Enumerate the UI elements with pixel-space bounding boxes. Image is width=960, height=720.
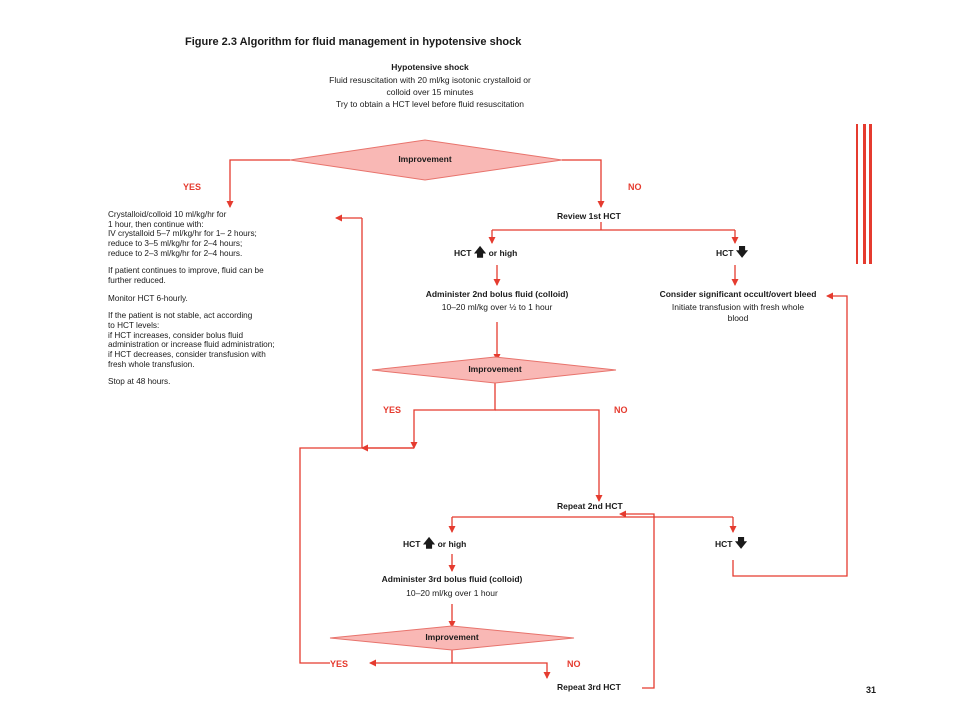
hct-high-node-2: HCT 🡅 or high: [403, 536, 467, 551]
yes-label: YES: [330, 659, 349, 669]
no-label: NO: [614, 405, 628, 415]
instruction-line: Crystalloid/colloid 10 ml/kg/hr for: [108, 210, 227, 219]
admin-3rd-detail: 10–20 ml/kg over 1 hour: [406, 588, 498, 598]
edge-bar: [863, 124, 866, 264]
hct-label: HCT: [715, 539, 733, 549]
arrow-down-icon: 🡇: [735, 245, 749, 259]
hct-high-node-1: HCT 🡅 or high: [454, 245, 518, 260]
connector-yes-3: [369, 650, 453, 667]
instruction-line: Monitor HCT 6-hourly.: [108, 293, 188, 303]
decision-label: Improvement: [425, 632, 479, 643]
instruction-spacer: [108, 369, 275, 377]
instruction-line: to HCT levels:: [108, 321, 160, 331]
intro-line: colloid over 15 minutes: [386, 87, 474, 97]
decision-diamond-1: [289, 139, 563, 181]
figure-title: Figure 2.3 Algorithm for fluid managemen…: [185, 36, 522, 48]
edge-bar: [856, 124, 858, 264]
or-high-label: or high: [437, 539, 467, 549]
instruction-line: further reduced.: [108, 276, 166, 286]
instruction-line: 1 hour, then continue with:: [108, 219, 204, 229]
instruction-line: If the patient is not stable, act accord…: [108, 311, 253, 321]
no-label: NO: [628, 182, 642, 192]
connector-no-1: [562, 159, 605, 208]
decision-diamond-2: [371, 356, 617, 384]
edge-bar: [869, 124, 872, 264]
instruction-line: reduce to 2–3 ml/kg/hr for 2–4 hours.: [108, 248, 243, 258]
instruction-line: fresh whole transfusion.: [108, 359, 195, 369]
hct-label: HCT: [403, 539, 421, 549]
consider-bleed-detail: Initiate transfusion with fresh whole: [671, 302, 805, 312]
intro-line: Fluid resuscitation with 20 ml/kg isoton…: [329, 75, 531, 85]
admin-2nd-title: Administer 2nd bolus fluid (colloid): [425, 289, 569, 299]
yes-label: YES: [383, 405, 402, 415]
admin-2nd-detail: 10–20 ml/kg over ½ to 1 hour: [441, 302, 553, 312]
instruction-line: Stop at 48 hours.: [108, 377, 171, 387]
repeat-2nd-hct: Repeat 2nd HCT: [557, 501, 623, 511]
decision-label: Improvement: [468, 364, 522, 375]
review-1st-hct: Review 1st HCT: [557, 211, 621, 221]
page-number: 31: [866, 685, 877, 695]
instruction-line: reduce to 3–5 ml/kg/hr for 2–4 hours;: [108, 239, 243, 249]
instruction-spacer: [108, 286, 275, 294]
instruction-line: if HCT decreases, consider transfusion w…: [108, 350, 266, 360]
consider-bleed-detail: blood: [727, 313, 749, 323]
instruction-line: administration or increase fluid adminis…: [108, 340, 275, 350]
hct-low-node-1: HCT 🡇: [716, 245, 749, 260]
or-high-label: or high: [488, 248, 518, 258]
arrow-up-icon: 🡅: [473, 245, 487, 259]
instruction-line: If patient continues to improve, fluid c…: [108, 266, 264, 276]
intro-heading: Hypotensive shock: [391, 62, 469, 72]
repeat-3rd-hct: Repeat 3rd HCT: [557, 682, 621, 692]
instruction-spacer: [108, 258, 275, 266]
arrow-up-icon: 🡅: [422, 536, 436, 550]
decision-label: Improvement: [398, 154, 452, 165]
consider-bleed-title: Consider significant occult/overt bleed: [659, 289, 817, 299]
instruction-line: if HCT increases, consider bolus fluid: [108, 330, 244, 340]
connector-no-3: [452, 662, 551, 679]
connector-yes-1: [226, 159, 290, 208]
connector-yes-loop: [299, 447, 414, 664]
connector-no-2: [495, 409, 603, 502]
no-label: NO: [567, 659, 581, 669]
yes-label: YES: [183, 182, 202, 192]
intro-line: Try to obtain a HCT level before fluid r…: [335, 99, 525, 109]
instruction-line: IV crystalloid 5–7 ml/kg/hr for 1– 2 hou…: [108, 229, 257, 239]
connector-hct-low2-loop: [732, 292, 848, 577]
connector-yes-2: [410, 382, 496, 449]
admin-3rd-title: Administer 3rd bolus fluid (colloid): [381, 574, 523, 584]
left-instructions: Crystalloid/colloid 10 ml/kg/hr for 1 ho…: [108, 210, 275, 387]
hct-label: HCT: [716, 248, 734, 258]
hct-label: HCT: [454, 248, 472, 258]
connector-repeat3-loop: [619, 510, 655, 689]
instruction-spacer: [108, 303, 275, 311]
arrow-down-icon: 🡇: [734, 536, 748, 550]
decision-diamond-3: [329, 625, 575, 651]
hct-low-node-2: HCT 🡇: [715, 536, 748, 551]
